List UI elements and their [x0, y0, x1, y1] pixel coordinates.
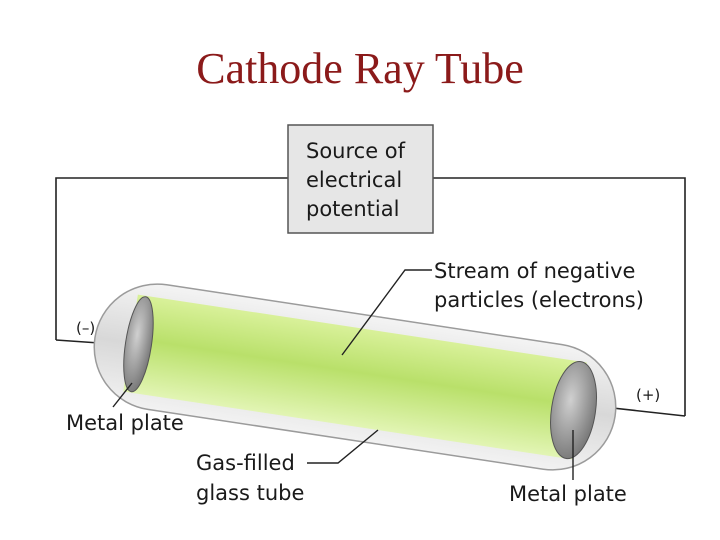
source-label-line3: potential	[306, 197, 399, 221]
metal-plate-right-label: Metal plate	[509, 482, 627, 506]
stream-label-line1: Stream of negative	[434, 259, 635, 283]
positive-terminal-label: (+)	[636, 386, 660, 404]
source-box	[287, 124, 434, 234]
leader-lines	[112, 269, 574, 480]
anode-plate	[550, 360, 597, 460]
source-label-line2: electrical	[306, 168, 402, 192]
metal-plate-left-label: Metal plate	[66, 411, 184, 435]
source-label-line1: Source of	[306, 139, 406, 163]
glass-tube	[93, 283, 617, 471]
cathode-plate	[123, 296, 154, 393]
slide-title: Cathode Ray Tube	[196, 44, 524, 93]
gas-tube-label-line2: glass tube	[196, 481, 304, 505]
electron-beam	[123, 294, 587, 460]
negative-terminal-label: (–)	[76, 319, 95, 337]
stream-label-line2: particles (electrons)	[434, 288, 644, 312]
gas-tube-label-line1: Gas-filled	[196, 451, 295, 475]
